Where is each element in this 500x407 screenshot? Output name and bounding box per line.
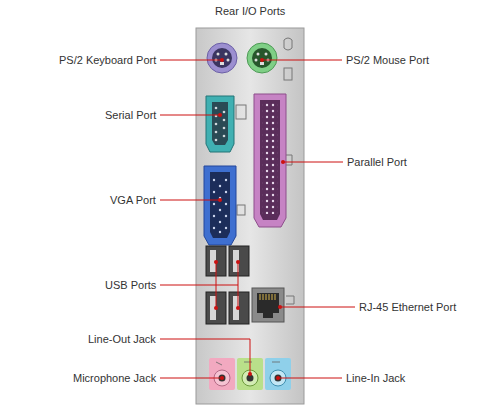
ps2-keyboard-connector xyxy=(207,43,237,73)
port-label: Serial Port xyxy=(105,108,156,122)
port-label: Parallel Port xyxy=(347,155,407,169)
port-label: USB Ports xyxy=(105,278,156,292)
serial-connector xyxy=(206,96,234,152)
port-label: Line-In Jack xyxy=(346,371,405,385)
port-label: Microphone Jack xyxy=(73,371,156,385)
leader-lines xyxy=(160,60,355,378)
port-label: RJ-45 Ethernet Port xyxy=(359,300,456,314)
diagram-title: Rear I/O Ports xyxy=(215,4,285,18)
port-label: Line-Out Jack xyxy=(88,332,156,346)
rj45-connector xyxy=(252,288,284,322)
port-label: PS/2 Mouse Port xyxy=(346,53,429,67)
vga-connector xyxy=(204,166,236,245)
leader-dots xyxy=(214,58,285,380)
port-label: PS/2 Keyboard Port xyxy=(59,53,156,67)
port-label: VGA Port xyxy=(110,193,156,207)
parallel-connector xyxy=(254,94,286,227)
ps2-mouse-connector xyxy=(247,43,277,73)
